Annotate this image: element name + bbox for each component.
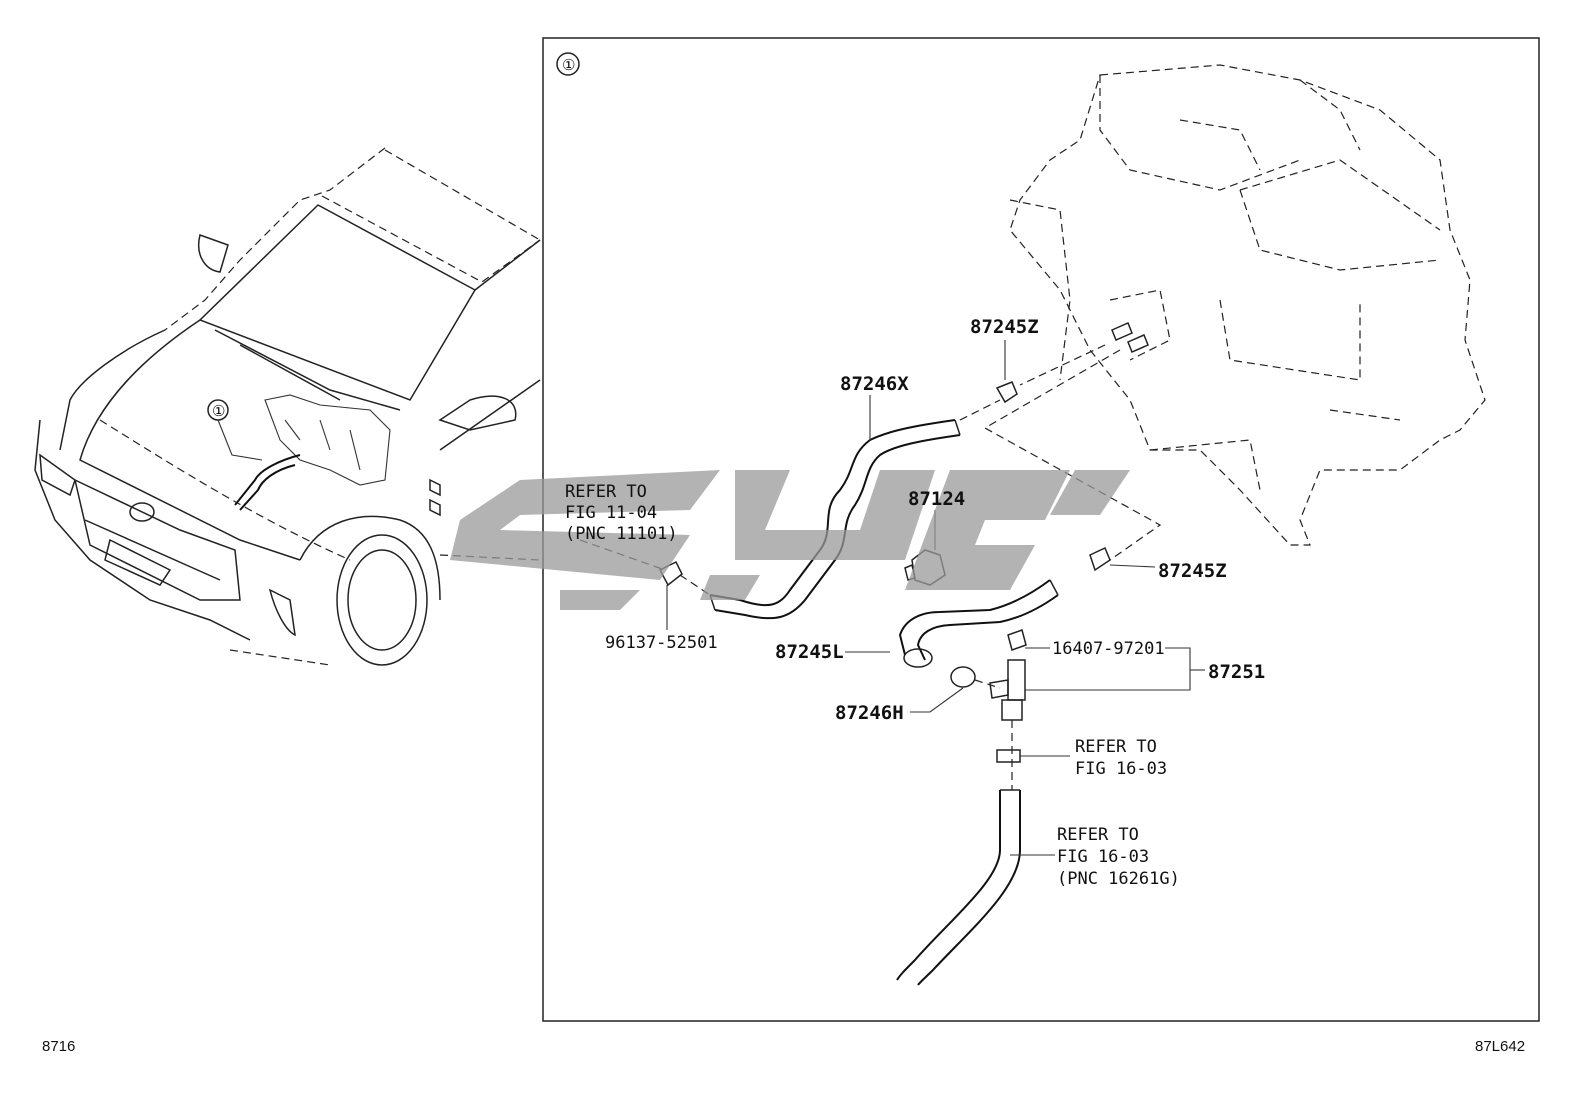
ref-fig-16-03-a-line1: REFER TO <box>1075 737 1157 757</box>
clamp-87245z-right <box>1089 546 1111 572</box>
ref-fig-16-03-b-line3: (PNC 16261G) <box>1057 869 1180 889</box>
label-87246x: 87246X <box>840 373 909 395</box>
heater-unit <box>1009 64 1486 546</box>
ref-fig-16-03-b-line2: FIG 16-03 <box>1057 847 1149 867</box>
lower-hose <box>896 789 1055 986</box>
label-16407: 16407-97201 <box>1052 639 1165 659</box>
watermark-logo <box>450 470 1130 610</box>
car-callout-number: ① <box>212 402 225 420</box>
joint-87251 <box>989 629 1205 721</box>
clip-96137 <box>658 560 683 587</box>
detail-frame <box>542 37 1540 1022</box>
label-87245l: 87245L <box>775 641 844 663</box>
label-96137: 96137-52501 <box>605 633 718 653</box>
footer-left-code: 8716 <box>42 1038 76 1055</box>
ref-fig-11-04-line2: FIG 11-04 <box>565 503 657 523</box>
ref-fig-16-03-a-line2: FIG 16-03 <box>1075 759 1167 779</box>
label-87251: 87251 <box>1208 661 1265 683</box>
clamp-87246h <box>950 666 976 688</box>
detail-callout-circle <box>556 52 580 76</box>
label-87245z-right: 87245Z <box>1158 560 1227 582</box>
ref-fig-11-04-line3: (PNC 11101) <box>565 524 678 544</box>
footer-right-code: 87L642 <box>1475 1038 1526 1055</box>
hose-87246x <box>709 395 961 620</box>
clamp-fig-16-03 <box>996 749 1021 763</box>
label-87246h: 87246H <box>835 702 904 724</box>
detail-callout-number: ① <box>562 56 575 74</box>
label-87124: 87124 <box>908 488 965 510</box>
hose-87245l <box>845 579 1059 668</box>
clamp-87245z-top <box>995 381 1018 404</box>
ref-fig-11-04-line1: REFER TO <box>565 482 647 502</box>
label-87245z-top: 87245Z <box>970 316 1039 338</box>
ref-fig-16-03-b-line1: REFER TO <box>1057 825 1139 845</box>
car-illustration <box>34 147 541 666</box>
